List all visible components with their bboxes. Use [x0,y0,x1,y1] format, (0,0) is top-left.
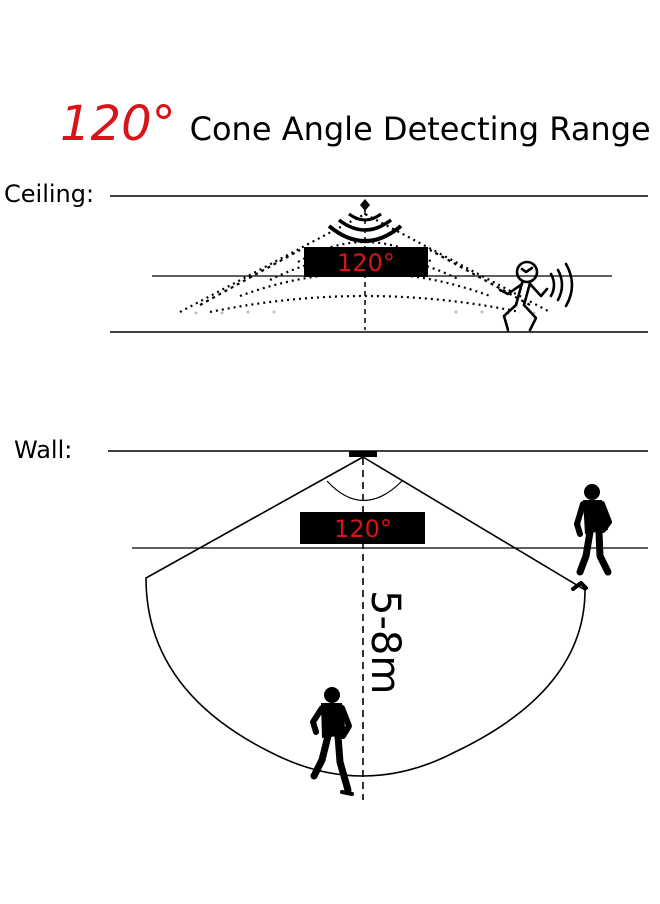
title-text: Cone Angle Detecting Range [189,110,651,148]
wall-diagram: 120° 5-8m [108,450,648,800]
motion-sensor-icon [349,451,377,457]
distance-label: 5-8m [362,590,408,694]
wall-angle-text: 120° [334,515,392,543]
ceiling-label: Ceiling: [4,180,95,208]
ceiling-angle-badge [304,247,428,277]
title-angle: 120° [60,96,176,152]
angle-arc [326,480,403,502]
wall-label: Wall: [14,436,73,464]
running-person-icon [571,484,612,591]
diagram-title: 120° Cone Angle Detecting Range [60,96,651,152]
motion-sensor-icon [360,199,370,211]
wall-angle-badge [300,512,425,544]
ceiling-angle-text: 120° [337,249,395,277]
running-person-icon [310,687,354,796]
walking-person-icon [498,260,574,332]
ceiling-diagram: 120° [110,195,648,333]
